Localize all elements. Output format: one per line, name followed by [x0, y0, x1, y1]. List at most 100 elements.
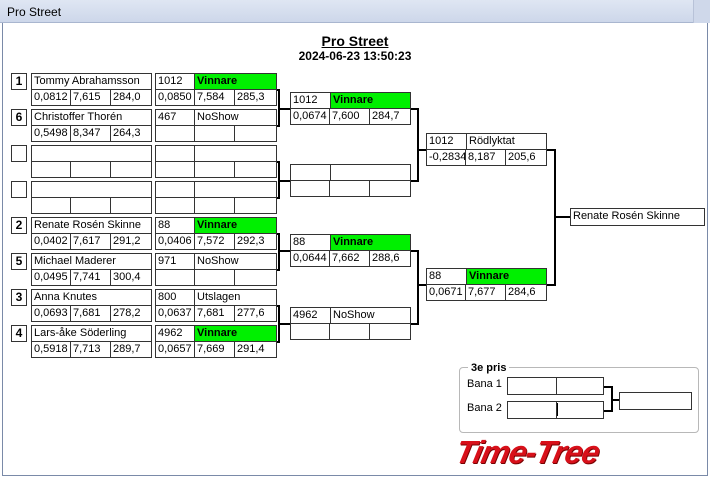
- round2-result-speed: [369, 180, 411, 197]
- round2-result-speed: 288,6: [369, 250, 411, 267]
- heat-result-reaction-time: 0,0406: [155, 233, 195, 250]
- heat-result-speed: [234, 125, 277, 142]
- round2-result-status: [330, 164, 411, 181]
- entry-elapsed-time: [70, 161, 111, 178]
- third-prize-winner-field[interactable]: [619, 392, 692, 410]
- round2-result-reaction-time: [290, 180, 330, 197]
- round2-result-speed: [369, 323, 411, 340]
- entry-speed: [110, 161, 152, 178]
- heat-result-elapsed-time: [194, 269, 235, 286]
- heat-result-status: Vinnare: [194, 325, 277, 342]
- entry-name: [31, 145, 152, 162]
- heat-result-car-number: [155, 145, 195, 162]
- heat-result-status: NoShow: [194, 253, 277, 270]
- entry-reaction-time: [31, 197, 71, 214]
- time-tree-logo: Time-Tree: [452, 434, 603, 470]
- entry-name: Christoffer Thorén: [31, 109, 152, 126]
- entry-elapsed-time: 7,681: [70, 305, 111, 322]
- entry-reaction-time: 0,0402: [31, 233, 71, 250]
- third-prize-title: 3e pris: [468, 362, 510, 374]
- semi-result-reaction-time: -0,2834: [426, 149, 466, 166]
- heat-result-elapsed-time: [194, 161, 235, 178]
- heat-result-speed: [234, 161, 277, 178]
- lane1-field-b[interactable]: [556, 377, 604, 395]
- entry-elapsed-time: 7,741: [70, 269, 111, 286]
- lane2-field-a[interactable]: [507, 401, 557, 419]
- entry-reaction-time: 0,0812: [31, 89, 71, 106]
- entry-name: Renate Rosén Skinne: [31, 217, 152, 234]
- prize-connector-out: [611, 399, 620, 401]
- heat-result-car-number: 467: [155, 109, 195, 126]
- window-frame: [2, 23, 708, 476]
- connector: [417, 149, 426, 151]
- heat-result-status: [194, 145, 277, 162]
- connector: [417, 250, 419, 325]
- round2-result-elapsed-time: 7,600: [329, 108, 370, 125]
- heat-result-elapsed-time: 7,584: [194, 89, 235, 106]
- connector: [417, 284, 426, 286]
- round2-result-elapsed-time: [329, 180, 370, 197]
- entry-speed: 278,2: [110, 305, 152, 322]
- heat-result-status: [194, 181, 277, 198]
- heat-result-car-number: 1012: [155, 73, 195, 90]
- semi-result-car-number: 88: [426, 268, 467, 285]
- scrollbar-stub[interactable]: [693, 0, 710, 23]
- round2-result-status: Vinnare: [330, 92, 411, 109]
- round2-result-reaction-time: [290, 323, 330, 340]
- entry-elapsed-time: 7,617: [70, 233, 111, 250]
- semi-result-speed: 284,6: [505, 284, 547, 301]
- heat-result-reaction-time: 0,0657: [155, 341, 195, 358]
- round2-result-speed: 284,7: [369, 108, 411, 125]
- seed-number: 2: [11, 217, 27, 234]
- heat-result-status: Vinnare: [194, 217, 277, 234]
- heat-result-status: Vinnare: [194, 73, 277, 90]
- heat-result-elapsed-time: 7,572: [194, 233, 235, 250]
- entry-reaction-time: 0,0693: [31, 305, 71, 322]
- semi-result-elapsed-time: 8,187: [465, 149, 506, 166]
- entry-speed: 284,0: [110, 89, 152, 106]
- lane1-field-a[interactable]: [507, 377, 557, 395]
- lane2-field-b[interactable]: [556, 401, 604, 419]
- prize-connector-bottom: [604, 410, 612, 412]
- entry-elapsed-time: 7,615: [70, 89, 111, 106]
- round2-result-elapsed-time: 7,662: [329, 250, 370, 267]
- round2-result-elapsed-time: [329, 323, 370, 340]
- round2-result-car-number: 1012: [290, 92, 331, 109]
- entry-speed: 289,7: [110, 341, 152, 358]
- entry-reaction-time: 0,0495: [31, 269, 71, 286]
- round2-result-car-number: [290, 164, 331, 181]
- entry-reaction-time: 0,5918: [31, 341, 71, 358]
- heat-result-reaction-time: 0,0850: [155, 89, 195, 106]
- heat-result-speed: 292,3: [234, 233, 277, 250]
- heat-result-car-number: 88: [155, 217, 195, 234]
- semi-result-status: Vinnare: [466, 268, 547, 285]
- connector: [278, 250, 290, 252]
- prize-connector-top: [604, 386, 612, 388]
- heat-result-car-number: 4962: [155, 325, 195, 342]
- entry-speed: 291,2: [110, 233, 152, 250]
- heat-result-elapsed-time: [194, 125, 235, 142]
- entry-elapsed-time: 7,713: [70, 341, 111, 358]
- heat-result-reaction-time: 0,0637: [155, 305, 195, 322]
- final-winner: Renate Rosén Skinne: [570, 208, 705, 226]
- page-datetime: 2024-06-23 13:50:23: [298, 49, 412, 63]
- seed-number: 3: [11, 289, 27, 306]
- round2-result-reaction-time: 0,0674: [290, 108, 330, 125]
- entry-name: Anna Knutes: [31, 289, 152, 306]
- connector: [547, 149, 555, 151]
- entry-elapsed-time: 8,347: [70, 125, 111, 142]
- round2-result-reaction-time: 0,0644: [290, 250, 330, 267]
- semi-result-car-number: 1012: [426, 133, 467, 150]
- entry-name: [31, 181, 152, 198]
- heat-result-elapsed-time: [194, 197, 235, 214]
- heat-result-status: NoShow: [194, 109, 277, 126]
- semi-result-status: Rödlyktat: [466, 133, 547, 150]
- heat-result-speed: 277,6: [234, 305, 277, 322]
- semi-result-speed: 205,6: [505, 149, 547, 166]
- entry-speed: 264,3: [110, 125, 152, 142]
- connector: [278, 323, 290, 325]
- semi-result-reaction-time: 0,0671: [426, 284, 466, 301]
- entry-name: Lars-åke Söderling: [31, 325, 152, 342]
- connector: [278, 233, 280, 271]
- connector: [547, 284, 555, 286]
